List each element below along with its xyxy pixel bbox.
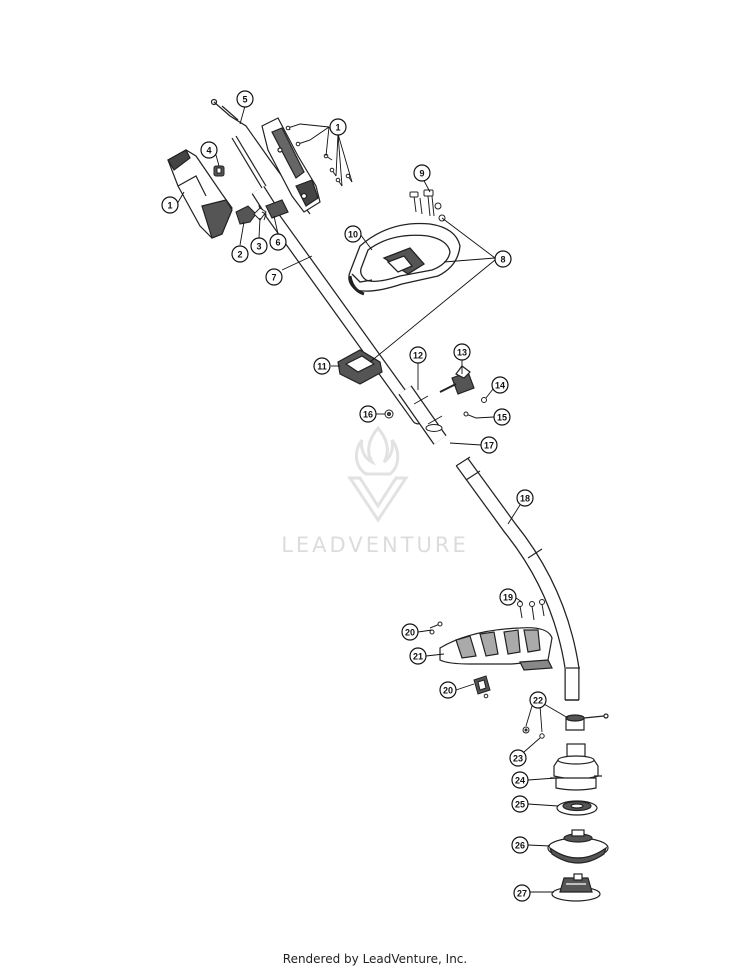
callout-13[interactable]: 13: [453, 343, 471, 361]
callout-14[interactable]: 14: [491, 376, 509, 394]
callout-number: 27: [517, 889, 527, 899]
head-clamp-screws: [522, 726, 545, 739]
head-clamp: [565, 713, 609, 731]
callout-number: 17: [484, 441, 494, 451]
callout-number: 21: [413, 652, 423, 662]
assist-handle: [348, 222, 461, 296]
callout-20-upper[interactable]: 20: [401, 623, 419, 641]
callout-12[interactable]: 12: [409, 346, 427, 364]
guard-upper-fasteners: [429, 621, 443, 635]
callout-27[interactable]: 27: [513, 884, 531, 902]
callout-10[interactable]: 10: [344, 225, 362, 243]
shaft-collar: [265, 199, 289, 219]
callout-5[interactable]: 5: [236, 90, 254, 108]
callout-1-handle-left[interactable]: 1: [161, 196, 179, 214]
line-spool: [547, 829, 609, 864]
callout-number: 10: [348, 230, 358, 240]
callout-number: 1: [335, 123, 340, 133]
callout-6[interactable]: 6: [269, 233, 287, 251]
callout-22[interactable]: 22: [529, 691, 547, 709]
callout-2[interactable]: 2: [231, 245, 249, 263]
guard-bolts: [517, 599, 545, 621]
callout-number: 3: [256, 242, 261, 252]
callout-number: 22: [533, 696, 543, 706]
handle-housing-right: [261, 117, 321, 213]
lockout-button: [213, 165, 225, 177]
callout-number: 2: [237, 250, 242, 260]
handle-screws: [285, 123, 353, 187]
callout-number: 20: [405, 628, 415, 638]
spool-retainer: [556, 800, 598, 816]
bump-knob: [551, 873, 601, 902]
callout-9[interactable]: 9: [413, 164, 431, 182]
callout-number: 15: [497, 413, 507, 423]
callout-number: 12: [413, 351, 423, 361]
lower-shaft: [455, 456, 580, 701]
watermark: LEADVENTURE: [281, 425, 469, 557]
assist-handle-bolts: [409, 189, 446, 222]
watermark-flame-logo: [347, 425, 409, 523]
callout-8[interactable]: 8: [494, 250, 512, 268]
callout-1-handle-right[interactable]: 1: [329, 118, 347, 136]
callout-15[interactable]: 15: [493, 408, 511, 426]
callout-18[interactable]: 18: [516, 489, 534, 507]
callout-number: 20: [443, 686, 453, 696]
gearbox: [550, 743, 602, 791]
callout-20-lower[interactable]: 20: [439, 681, 457, 699]
footer-credit: Rendered by LeadVenture, Inc.: [282, 952, 468, 966]
callout-24[interactable]: 24: [511, 771, 529, 789]
callout-number: 14: [495, 381, 505, 391]
callout-number: 23: [513, 754, 523, 764]
coupler-nut: [384, 409, 394, 419]
callout-number: 24: [515, 776, 525, 786]
callout-19[interactable]: 19: [499, 588, 517, 606]
callout-number: 25: [515, 800, 525, 810]
callout-16[interactable]: 16: [359, 405, 377, 423]
callout-number: 7: [271, 273, 276, 283]
trigger-lever: [235, 205, 267, 225]
callout-number: 8: [500, 255, 505, 265]
callout-number: 6: [275, 238, 280, 248]
callout-number: 26: [515, 841, 525, 851]
callout-number: 5: [242, 95, 247, 105]
leader-lines: [176, 105, 569, 893]
watermark-brand: LEADVENTURE: [281, 533, 469, 557]
callout-23[interactable]: 23: [509, 749, 527, 767]
callout-number: 1: [167, 201, 172, 211]
coupler-tube: [398, 385, 447, 445]
handle-bracket-clamp: [337, 349, 383, 385]
handle-housing-left: [167, 149, 233, 239]
callout-11[interactable]: 11: [313, 357, 331, 375]
callout-number: 19: [503, 593, 513, 603]
coupler-knob: [439, 365, 475, 395]
callout-7[interactable]: 7: [265, 268, 283, 286]
callout-number: 18: [520, 494, 530, 504]
callout-number: 11: [317, 362, 327, 372]
callout-number: 4: [206, 146, 211, 156]
callout-21[interactable]: 21: [409, 647, 427, 665]
callout-4[interactable]: 4: [200, 141, 218, 159]
callout-25[interactable]: 25: [511, 795, 529, 813]
callout-17[interactable]: 17: [480, 436, 498, 454]
callout-3[interactable]: 3: [250, 237, 268, 255]
callout-number: 9: [419, 169, 424, 179]
drive-cable: [231, 135, 267, 189]
callout-26[interactable]: 26: [511, 836, 529, 854]
debris-guard: [439, 627, 553, 671]
upper-shaft: [251, 185, 425, 425]
callout-number: 16: [363, 410, 373, 420]
coupler-screw: [463, 397, 487, 419]
guard-blade-clip: [473, 675, 491, 699]
callout-number: 13: [457, 348, 467, 358]
